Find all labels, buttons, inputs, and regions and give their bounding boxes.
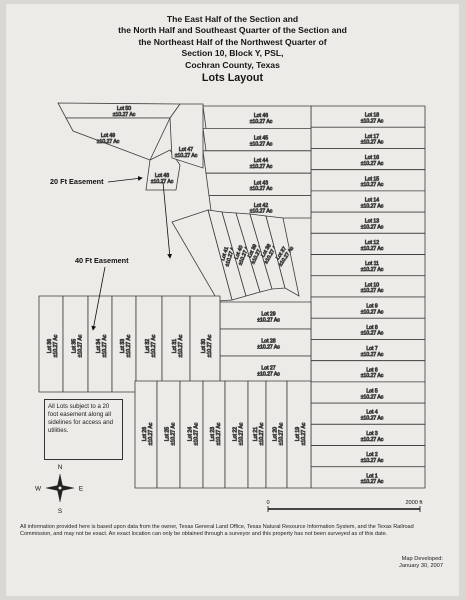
lot-36-label: Lot 36±10.27 Ac — [47, 334, 59, 357]
lot-50-label: Lot 50±10.27 Ac — [113, 106, 136, 118]
diagonal-road-strip — [171, 209, 233, 302]
title-line: Section 10, Block Y, PSL, — [181, 48, 284, 59]
compass-w: W — [35, 486, 42, 493]
lot-26-label: Lot 26±10.27 Ac — [142, 422, 154, 445]
disclaimer: All information provided here is based u… — [20, 524, 414, 538]
title-block: The East Half of the Section and the Nor… — [0, 14, 465, 85]
scale-end: 2000 ft — [405, 500, 423, 506]
scale-bar: 0 2000 ft — [266, 500, 423, 512]
lot-32-label: Lot 32±10.27 Ac — [145, 334, 157, 357]
easement-40-arrow-2 — [162, 181, 173, 259]
easement-40-label: 40 Ft Easement — [75, 256, 129, 265]
lot-19-label: Lot 19±10.27 Ac — [295, 422, 307, 445]
lot-28-label: Lot 28±10.27 Ac — [257, 338, 280, 350]
lot-14-label: Lot 14±10.27 Ac — [361, 197, 384, 209]
lot-10-label: Lot 10±10.27 Ac — [361, 282, 384, 294]
lot-6-label: Lot 6±10.27 Ac — [361, 367, 384, 379]
lot-25-label: Lot 25±10.27 Ac — [164, 422, 176, 445]
lot-9-label: Lot 9±10.27 Ac — [361, 304, 384, 316]
lot-15-label: Lot 15±10.27 Ac — [361, 176, 384, 188]
lot-35-label: Lot 35±10.27 Ac — [71, 334, 83, 357]
map-developed: Map Developed: January 30, 2007 — [399, 556, 443, 571]
title-line: the Northeast Half of the Northwest Quar… — [138, 36, 327, 47]
lot-20-label: Lot 20±10.27 Ac — [272, 422, 284, 445]
easement-20-arrow — [107, 176, 143, 183]
map-developed-date: January 30, 2007 — [399, 563, 443, 570]
title-line: the North Half and Southeast Quarter of … — [118, 25, 347, 36]
scale-start: 0 — [266, 500, 269, 506]
lot-4-label: Lot 4±10.27 Ac — [361, 410, 384, 422]
lot-12-label: Lot 12±10.27 Ac — [361, 240, 384, 252]
easement-20-label: 20 Ft Easement — [50, 177, 104, 186]
easement-40-arrow — [91, 266, 106, 331]
lot-47-label: Lot 47±10.27 Ac — [175, 147, 198, 159]
lot-8-label: Lot 8±10.27 Ac — [361, 325, 384, 337]
lot-5-label: Lot 5±10.27 Ac — [361, 388, 384, 400]
lot-30-label: Lot 30±10.27 Ac — [201, 334, 213, 357]
lot-16-label: Lot 16±10.27 Ac — [361, 155, 384, 167]
lot-44-label: Lot 44±10.27 Ac — [250, 158, 273, 170]
lot-23-label: Lot 23±10.27 Ac — [210, 422, 222, 445]
title-line: The East Half of the Section and — [166, 14, 299, 24]
lot-34-label: Lot 34±10.27 Ac — [96, 334, 108, 357]
compass-n: N — [58, 464, 63, 471]
lot-18-label: Lot 18±10.27 Ac — [361, 113, 384, 125]
lot-1-label: Lot 1±10.27 Ac — [361, 473, 384, 485]
lot-48-label: Lot 48±10.27 Ac — [151, 173, 174, 185]
lot-31-label: Lot 31±10.27 Ac — [172, 334, 184, 357]
lot-45-label: Lot 45±10.27 Ac — [250, 136, 273, 148]
lot-24-label: Lot 24±10.27 Ac — [187, 422, 199, 445]
lot-43-label: Lot 43±10.27 Ac — [250, 180, 273, 192]
lot-46-label: Lot 46±10.27 Ac — [250, 113, 273, 125]
map-developed-label: Map Developed: — [401, 556, 443, 562]
lot-42-label: Lot 42±10.27 Ac — [250, 203, 273, 215]
lot-2-label: Lot 2±10.27 Ac — [361, 452, 384, 464]
lot-47[interactable] — [169, 103, 204, 169]
compass-s: S — [58, 508, 62, 515]
lot-22-label: Lot 22±10.27 Ac — [232, 422, 244, 445]
lot-13-label: Lot 13±10.27 Ac — [361, 219, 384, 231]
lot-7-label: Lot 7±10.27 Ac — [361, 346, 384, 358]
compass-e: E — [79, 486, 83, 493]
easement-note: All Lots subject to a 20 foot easement a… — [44, 399, 123, 460]
lot-48[interactable] — [145, 149, 181, 191]
lot-3-label: Lot 3±10.27 Ac — [361, 431, 384, 443]
map-subtitle: Lots Layout — [201, 72, 264, 85]
lot-49-label: Lot 49±10.27 Ac — [97, 133, 120, 145]
lot-37[interactable] — [265, 215, 300, 297]
lot-27-label: Lot 27±10.27 Ac — [257, 365, 280, 377]
lot-21-label: Lot 21±10.27 Ac — [253, 422, 265, 445]
lot-33-label: Lot 33±10.27 Ac — [120, 334, 132, 357]
title-line: Cochran County, Texas — [185, 59, 280, 70]
lot-17-label: Lot 17±10.27 Ac — [361, 134, 384, 146]
compass-rose-icon: N S W E — [35, 464, 83, 515]
lot-29-label: Lot 29±10.27 Ac — [257, 311, 280, 323]
lot-19[interactable] — [286, 380, 312, 489]
lot-11-label: Lot 11±10.27 Ac — [361, 261, 384, 273]
